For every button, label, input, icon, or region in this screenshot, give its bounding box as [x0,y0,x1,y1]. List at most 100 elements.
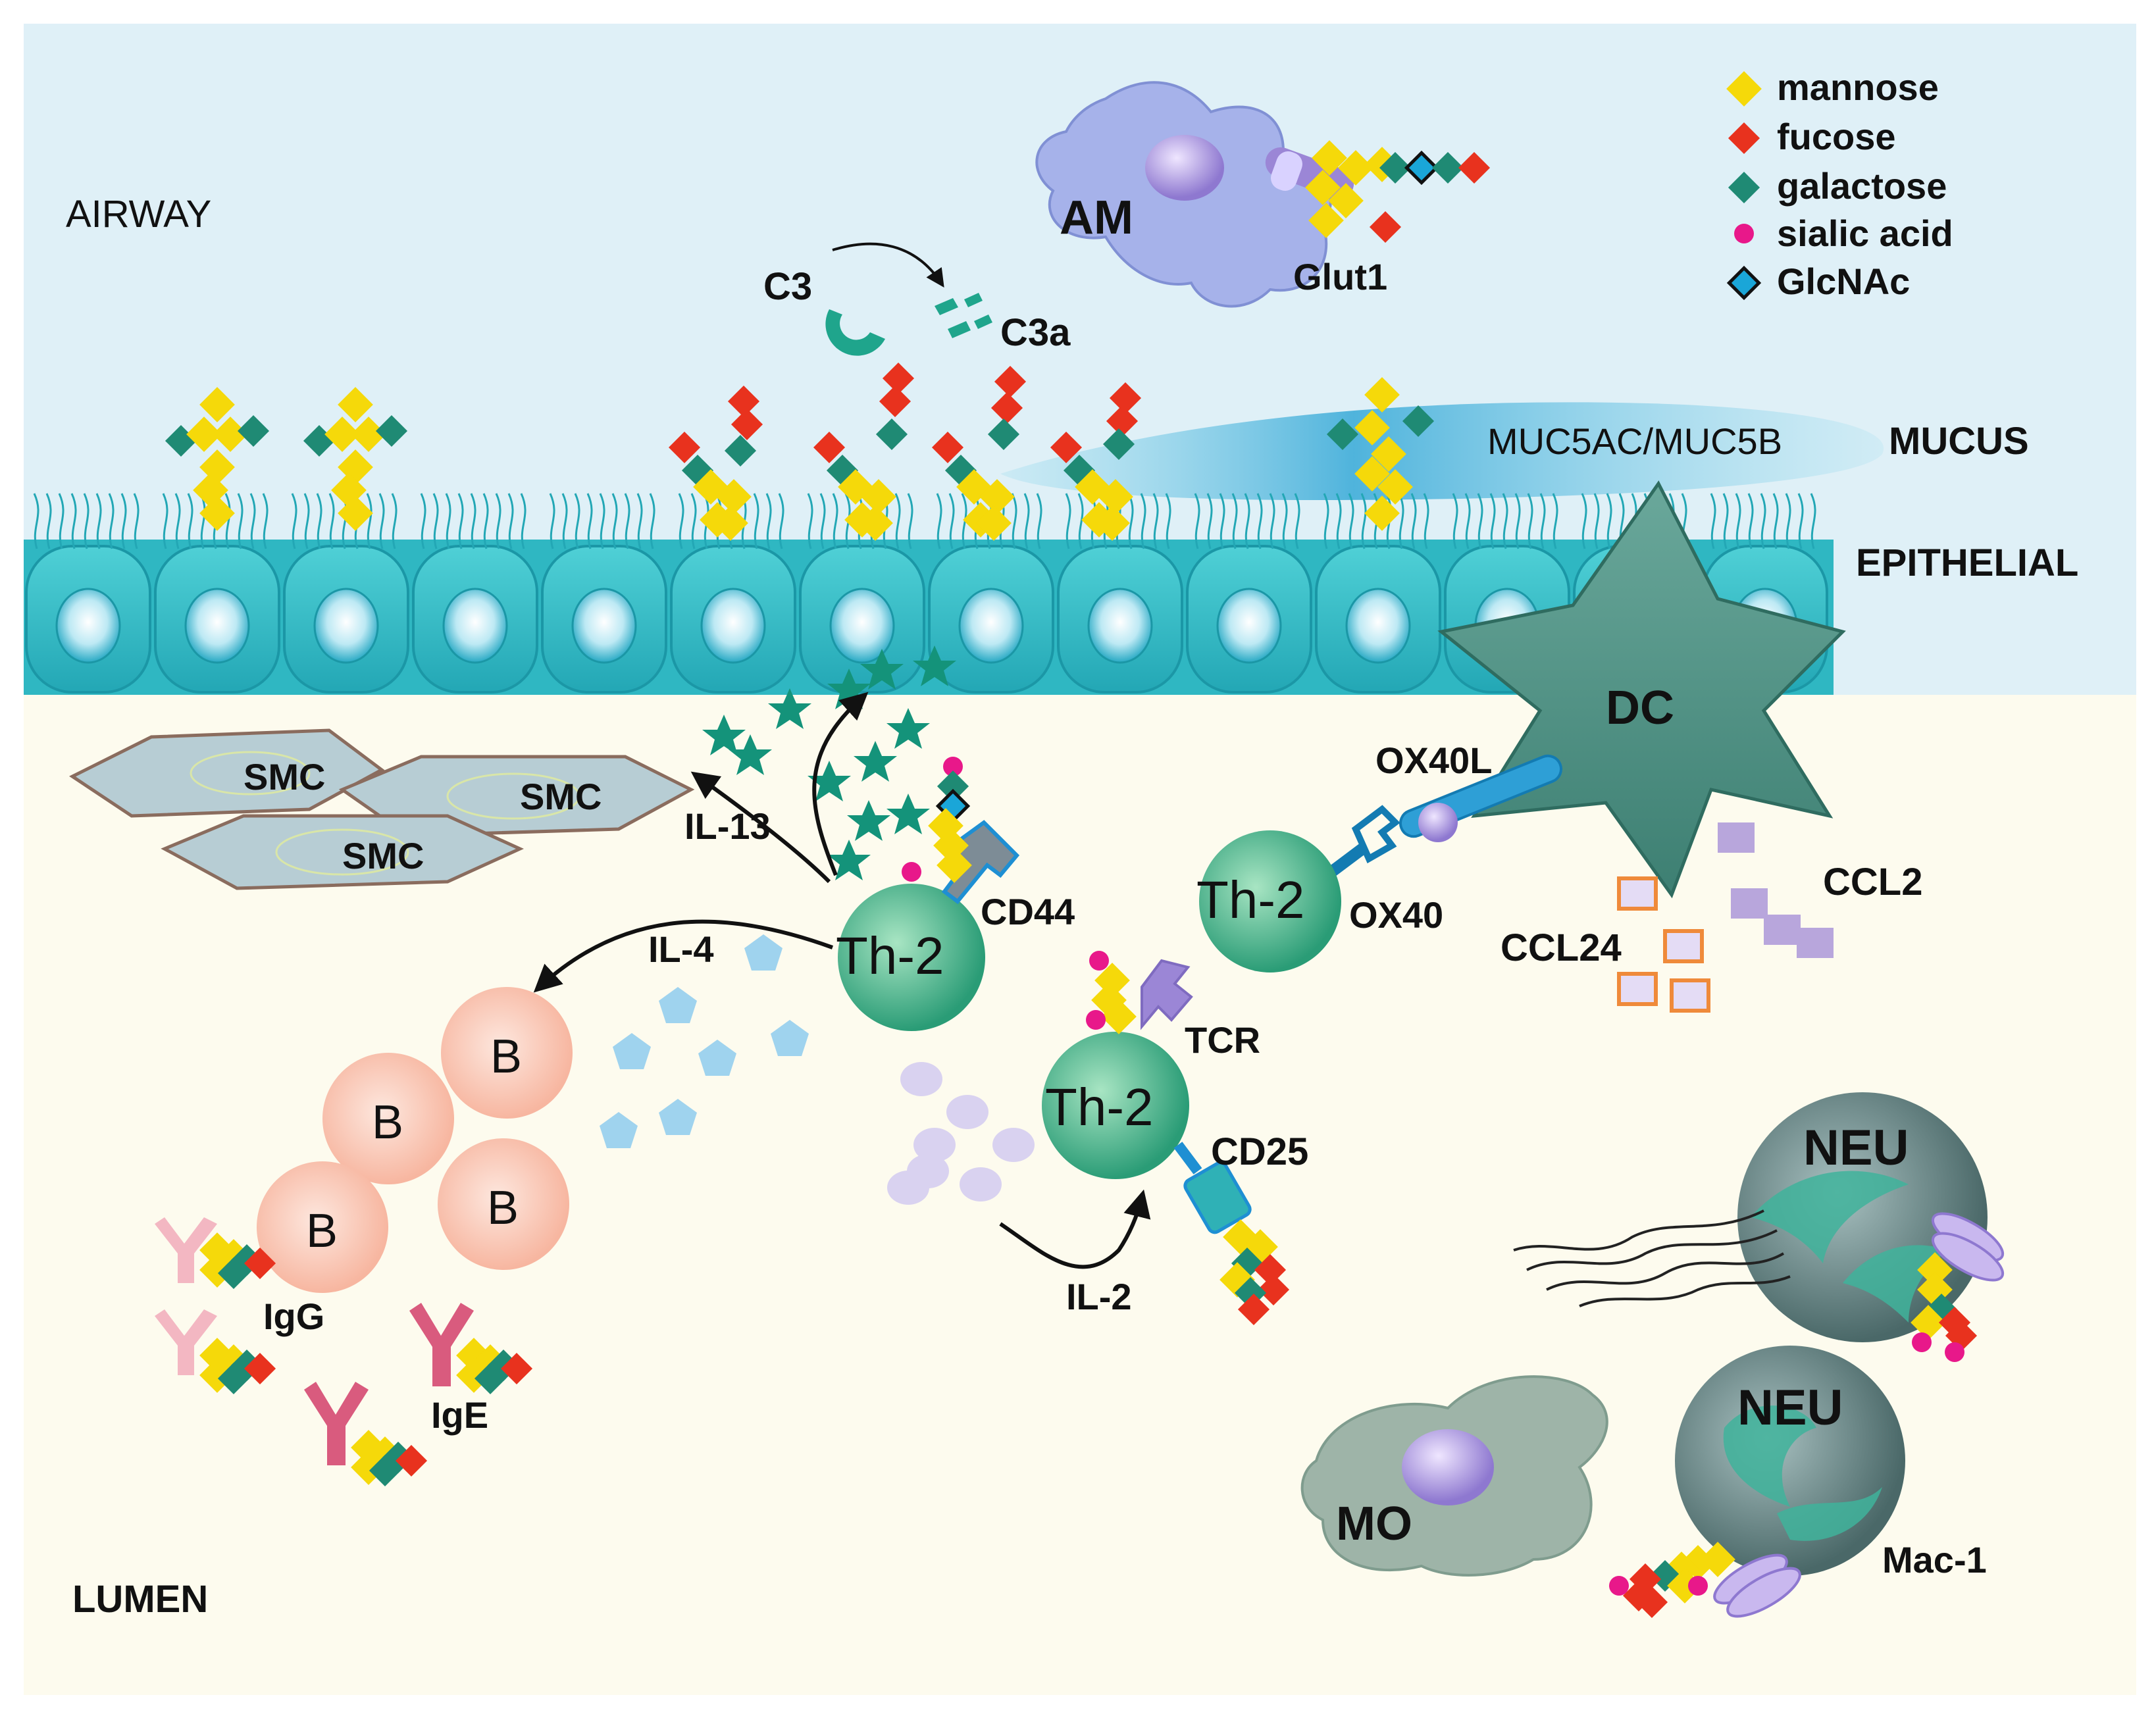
cilium [1165,493,1171,549]
cilium [262,493,269,549]
region-label-mucus: MUCUS [1889,420,2029,463]
cilium [1360,493,1367,549]
th2-label-2: Th-2 [1196,871,1305,929]
cilium [249,493,256,549]
cilium [778,493,784,549]
smc-label-2: SMC [520,776,602,817]
legend-glcnac-label: GlcNAc [1777,261,1910,302]
cilium [507,493,514,549]
cilium [1489,493,1496,549]
cilium [894,493,901,549]
legend-fucose-label: fucose [1777,116,1896,157]
cilium [678,493,684,549]
th2-cell-3 [1042,1032,1189,1179]
ige-antibodies [304,1303,533,1487]
cilium [690,493,697,549]
cilium [1722,493,1729,549]
cilium [1735,493,1741,549]
cilium [1231,493,1238,549]
cilium [1772,493,1779,549]
cilium [1348,493,1354,549]
th2-label-1: Th-2 [836,926,944,985]
ox40l-label: OX40L [1375,740,1492,781]
cilium [753,493,759,549]
cilium [948,493,955,549]
cilium [1152,493,1159,549]
dendritic-cell [1437,480,1846,899]
epithelial-nucleus [958,588,1024,664]
cilium [1785,493,1791,549]
cilium [561,493,568,549]
cilium [1760,493,1766,549]
cilium [95,493,102,549]
cilium [1269,493,1275,549]
igg-label: IgG [263,1296,324,1337]
cilium [624,493,630,549]
mac1-receptor [1609,1542,1801,1619]
cilium [1410,493,1417,549]
cilium [1036,493,1042,549]
cilium [291,493,297,549]
cilium [1065,493,1071,549]
cilium [765,493,772,549]
cilium [1502,493,1508,549]
cilium [237,493,244,549]
neutrophil-extracellular-trap [1513,1209,1791,1307]
cilium [1323,493,1329,549]
cilium [936,493,942,549]
il13-label: IL-13 [684,805,771,847]
cilium [1552,493,1558,549]
cilium [832,493,838,549]
ox40-label: OX40 [1349,894,1443,936]
epithelial-nucleus [829,588,895,664]
cilium [1140,493,1146,549]
epithelial-nucleus [571,588,637,664]
cilium [470,493,476,549]
cilium [83,493,90,549]
cilium [1127,493,1134,549]
cilium [328,493,335,549]
epithelial-nucleus [55,588,121,664]
neutrophil-2 [1675,1346,1905,1576]
neutrophil-1 [1737,1092,2005,1362]
complement-c3 [825,242,944,356]
cilium [174,493,181,549]
cilium [457,493,464,549]
cilium [586,493,593,549]
legend: mannose fucose galactose sialic acid Glc… [1726,66,1953,302]
cilium [378,493,385,549]
cilium [520,493,526,549]
th2-label-3: Th-2 [1045,1078,1154,1136]
neu-label-1: NEU [1803,1120,1909,1176]
cilium [1606,493,1612,549]
ccl24-label: CCL24 [1501,926,1622,969]
epithelial-nucleus [1087,588,1153,664]
th2-cell-2 [1199,830,1341,973]
cilium [366,493,372,549]
cilium [1335,493,1342,549]
smc-label-3: SMC [342,835,424,876]
cilium [1023,493,1030,549]
b-label-1: B [490,1030,522,1083]
mo-label: MO [1336,1498,1412,1550]
cilium [1452,493,1458,549]
cilium [1244,493,1250,549]
th2-cell-1 [838,884,985,1031]
dc-label: DC [1606,682,1674,734]
legend-sialic-acid-label: sialic acid [1777,213,1953,254]
cilium [33,493,39,549]
epithelial-nucleus [1345,588,1411,664]
mac1-label: Mac-1 [1882,1539,1987,1580]
cilium [1593,493,1600,549]
tcr-receptor [1086,951,1193,1034]
cilium [907,493,913,549]
cilium [303,493,310,549]
epithelial-nucleus [1216,588,1282,664]
neu-label-2: NEU [1737,1380,1843,1436]
monocyte [1300,1375,1608,1577]
ccl2-chemokines [1718,822,1834,958]
cilium [432,493,439,549]
signal-arrows [533,692,1151,1269]
cilium [1294,493,1300,549]
b-label-2: B [372,1096,403,1149]
